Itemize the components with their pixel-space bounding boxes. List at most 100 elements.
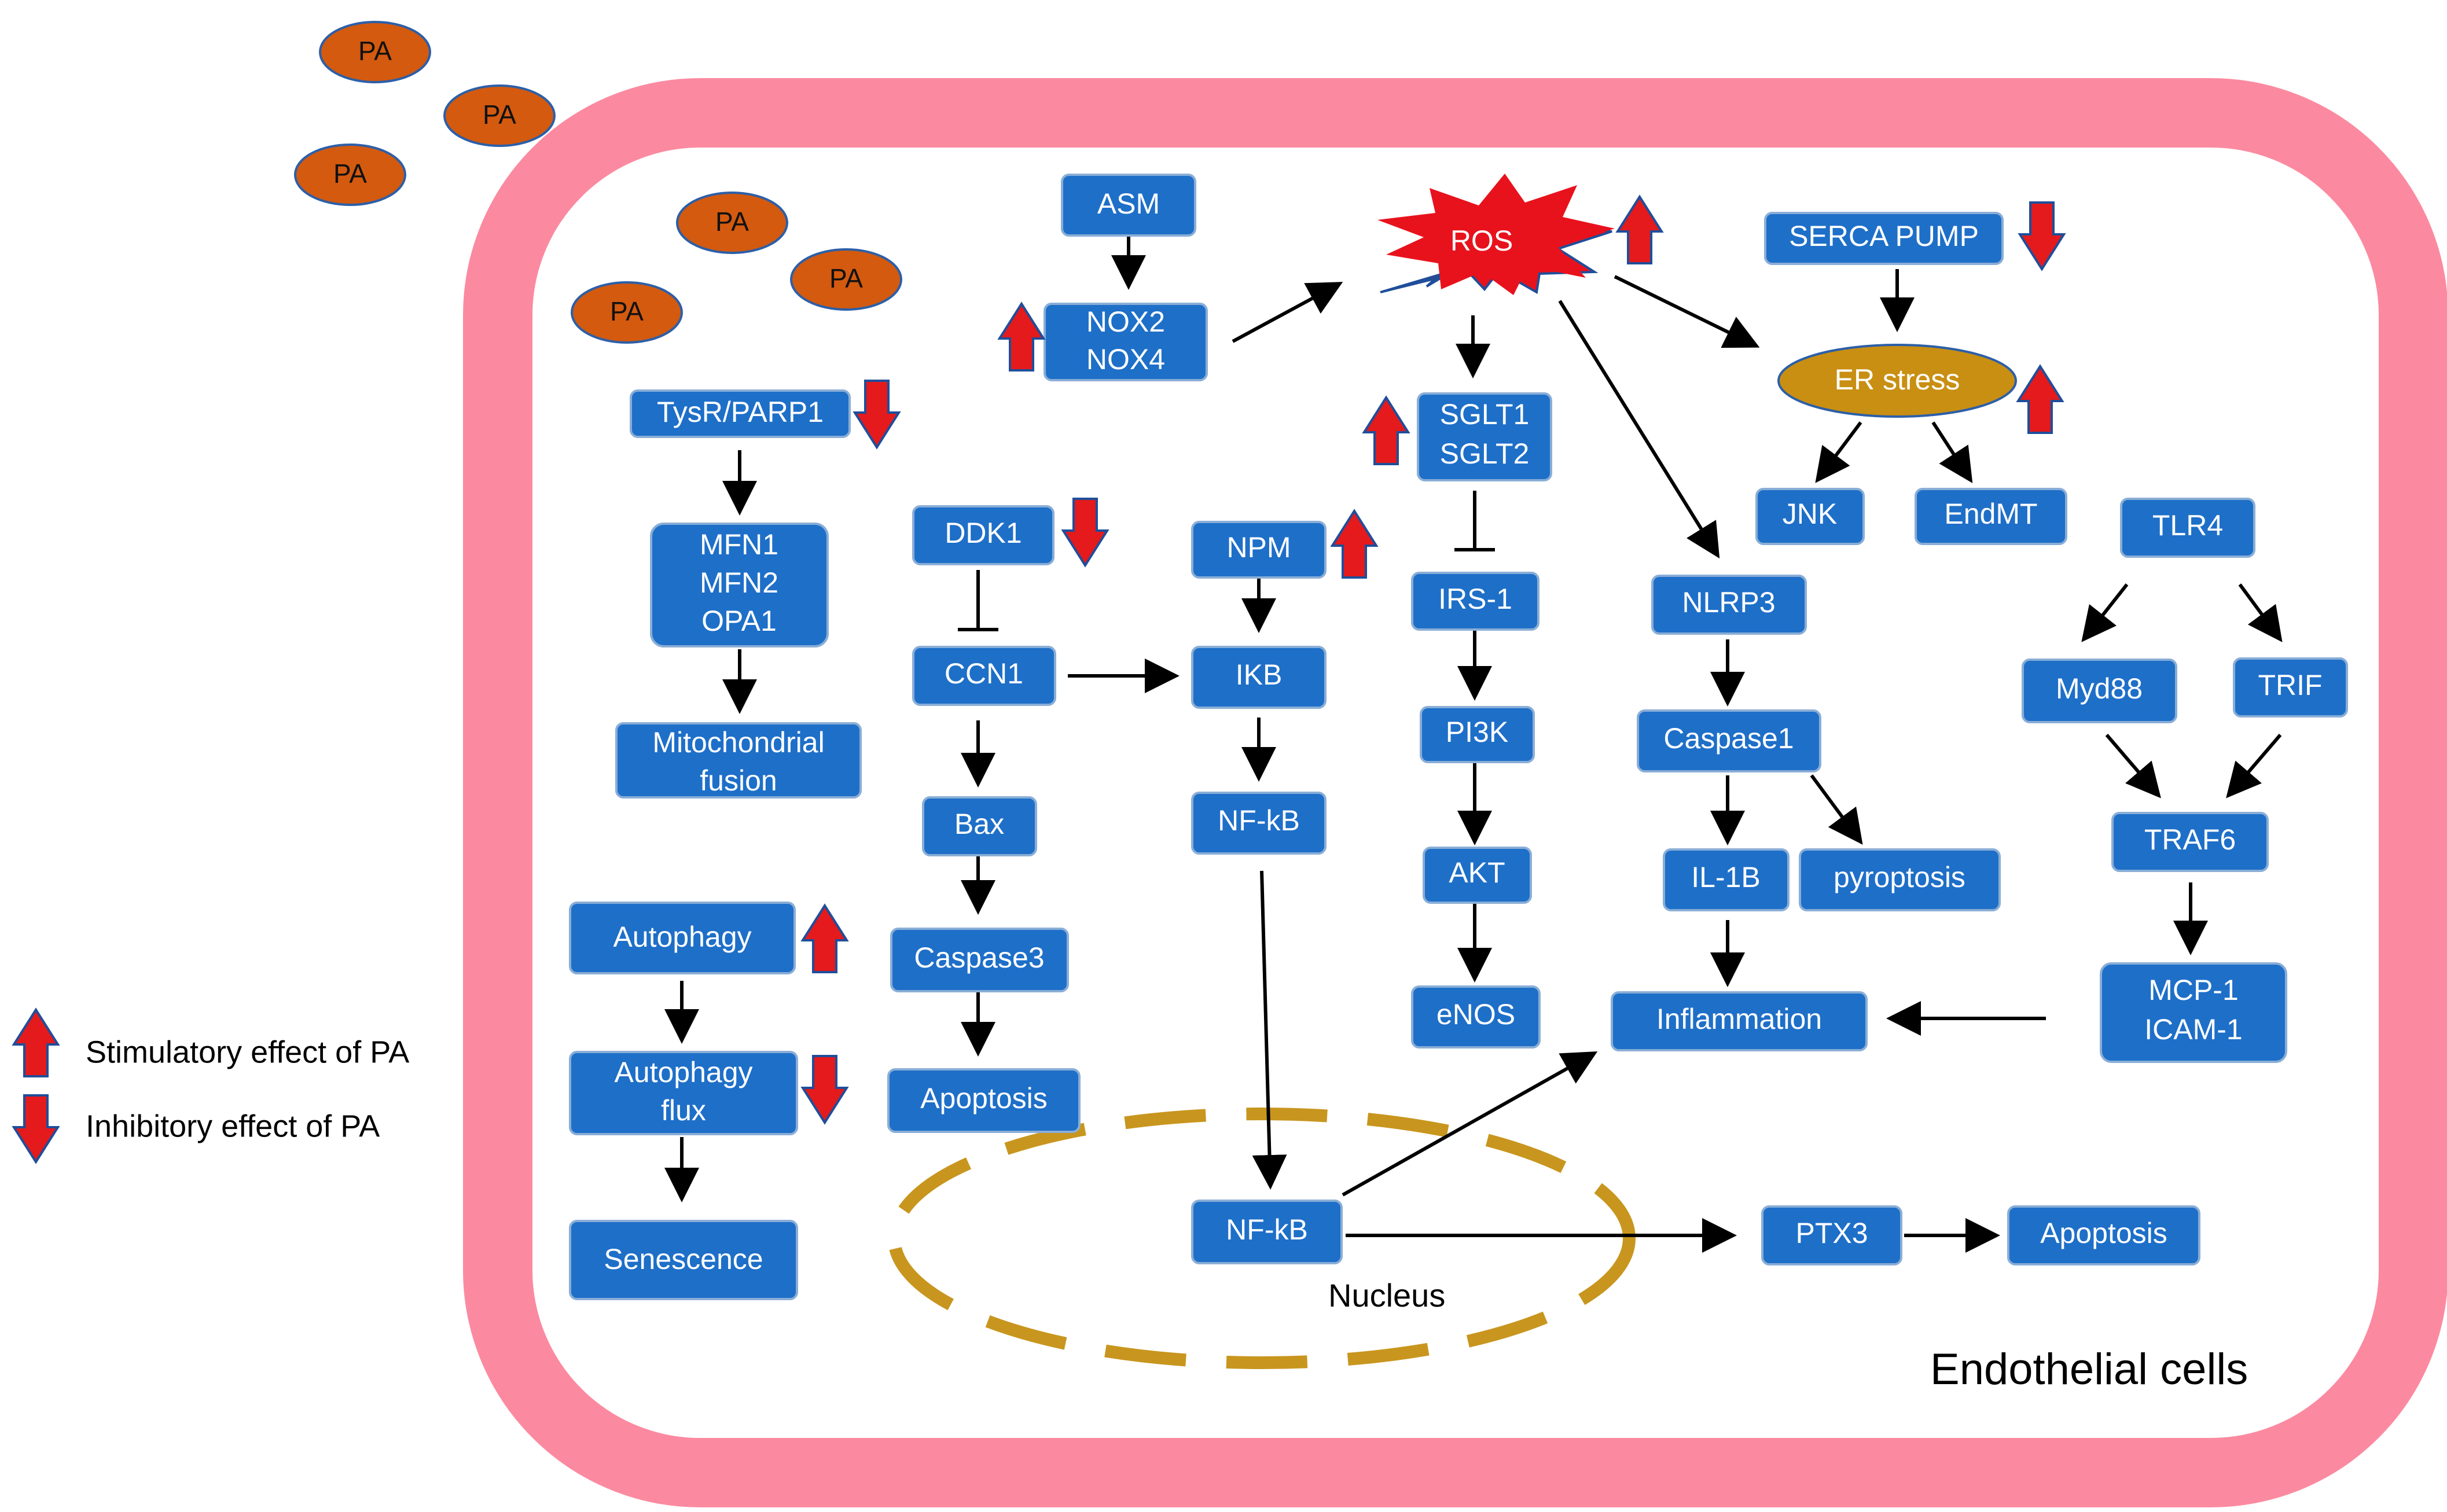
node-label: SGLT1	[1440, 398, 1530, 431]
node-serca-pump	[1764, 212, 2004, 265]
nucleus-outline	[888, 1108, 1636, 1369]
stimulatory-arrow-icon	[1616, 196, 1663, 264]
node-myd88	[2022, 658, 2177, 723]
node-label: Caspase1	[1663, 722, 1794, 755]
node-label: IKB	[1236, 658, 1283, 691]
pa-label: PA	[829, 263, 863, 293]
cell-membrane	[463, 78, 2447, 1507]
node-caspase1	[1637, 709, 1821, 772]
node-asm	[1061, 174, 1196, 237]
cell-type-label: Endothelial cells	[1930, 1345, 2248, 1394]
node-nfkb-nucleus	[1191, 1200, 1343, 1264]
node-label: flux	[661, 1094, 706, 1127]
stimulatory-arrow-icon	[2017, 365, 2063, 434]
pa-label: PA	[715, 207, 749, 237]
node-autophagy-flux	[569, 1051, 798, 1135]
pa-label: PA	[483, 100, 516, 130]
inhibitory-arrow-icon	[2019, 201, 2065, 270]
node-label: MFN2	[700, 566, 778, 599]
node-label: EndMT	[1944, 498, 2037, 530]
node-label: AKT	[1449, 856, 1505, 889]
node-label: NF-kB	[1226, 1213, 1308, 1246]
node-label: PI3K	[1446, 716, 1508, 748]
node-label: NF-kB	[1218, 804, 1300, 837]
stimulatory-arrow-icon	[1363, 396, 1409, 465]
node-akt	[1423, 847, 1532, 904]
pa-label: PA	[610, 296, 644, 326]
pa-label: PA	[358, 36, 392, 66]
node-label: ICAM-1	[2144, 1013, 2242, 1046]
pa-molecule	[571, 281, 683, 344]
edge	[2105, 734, 2161, 799]
node-label: MCP-1	[2148, 974, 2239, 1006]
node-label: OPA1	[701, 605, 777, 637]
node-tysr-parp1	[630, 389, 851, 438]
edge	[1931, 421, 1973, 484]
node-label: Bax	[954, 808, 1004, 840]
node-ddk1	[912, 505, 1055, 565]
node-label: TysR/PARP1	[657, 396, 824, 428]
node-nox	[1044, 303, 1208, 381]
node-ptx3	[1761, 1205, 1902, 1265]
edge	[1558, 300, 1720, 559]
ros-star-body	[1377, 174, 1615, 295]
pathway-nodes: TysR/PARP1 MFN1 MFN2 OPA1 Mitochondrial …	[569, 174, 2348, 1300]
node-label: IL-1B	[1691, 861, 1761, 893]
edge	[2238, 583, 2283, 642]
node-apoptosis-1	[887, 1068, 1081, 1133]
node-irs1	[1411, 572, 1540, 631]
pa-label: PA	[333, 159, 367, 189]
legend-inhibitory-label: Inhibitory effect of PA	[86, 1109, 380, 1143]
pa-molecule	[790, 248, 902, 311]
node-label: Autophagy	[614, 1056, 752, 1088]
legend: Stimulatory effect of PA Inhibitory effe…	[13, 1009, 409, 1163]
node-label: IRS-1	[1438, 583, 1512, 615]
edge	[1614, 275, 1760, 348]
node-label: SERCA PUMP	[1789, 220, 1979, 252]
node-label: Caspase3	[914, 941, 1044, 974]
inhibitory-arrow-icon	[854, 380, 900, 448]
node-mfn	[650, 523, 829, 648]
node-inflammation	[1611, 991, 1868, 1051]
node-label: SGLT2	[1440, 437, 1530, 470]
node-label: TLR4	[2152, 509, 2223, 542]
node-label: NOX4	[1086, 343, 1165, 376]
node-ccn1	[912, 646, 1056, 706]
node-ikb	[1191, 646, 1327, 709]
node-label: eNOS	[1436, 998, 1515, 1031]
node-autophagy	[569, 902, 796, 974]
node-label: Myd88	[2056, 672, 2143, 705]
legend-stimulatory-icon	[13, 1009, 59, 1077]
node-bax	[922, 796, 1037, 856]
stimulatory-arrow-icon	[1331, 510, 1377, 579]
node-nlrp3	[1651, 575, 1807, 635]
node-il1b	[1663, 848, 1790, 911]
inhibitory-arrow-icon	[802, 1055, 848, 1124]
pa-molecule	[319, 21, 431, 83]
er-stress-shape	[1777, 344, 2017, 418]
node-label: Apoptosis	[920, 1082, 1048, 1114]
stimulatory-arrow-icon	[998, 303, 1045, 371]
node-enos	[1411, 985, 1541, 1049]
node-senescence	[569, 1220, 798, 1300]
node-label: PTX3	[1795, 1217, 1868, 1249]
node-npm	[1191, 521, 1327, 579]
edge	[1252, 870, 1287, 1190]
node-pyroptosis	[1799, 848, 2001, 911]
node-label: MFN1	[700, 528, 778, 561]
legend-stimulatory-label: Stimulatory effect of PA	[86, 1035, 409, 1069]
er-stress-label: ER stress	[1835, 363, 1960, 396]
node-nfkb-cytoplasm	[1191, 792, 1327, 855]
node-label: ASM	[1097, 187, 1160, 220]
node-label: TRAF6	[2144, 823, 2236, 856]
stimulatory-arrow-icon	[802, 904, 848, 973]
node-label: Inflammation	[1656, 1003, 1822, 1035]
pa-molecule	[294, 144, 406, 206]
pa-molecule	[443, 84, 556, 147]
edge	[1342, 1051, 1598, 1197]
pa-molecules: PA PA PA PA PA PA	[294, 21, 902, 344]
node-traf6	[2111, 812, 2269, 872]
node-label: JNK	[1783, 498, 1837, 530]
edge	[2081, 583, 2129, 642]
